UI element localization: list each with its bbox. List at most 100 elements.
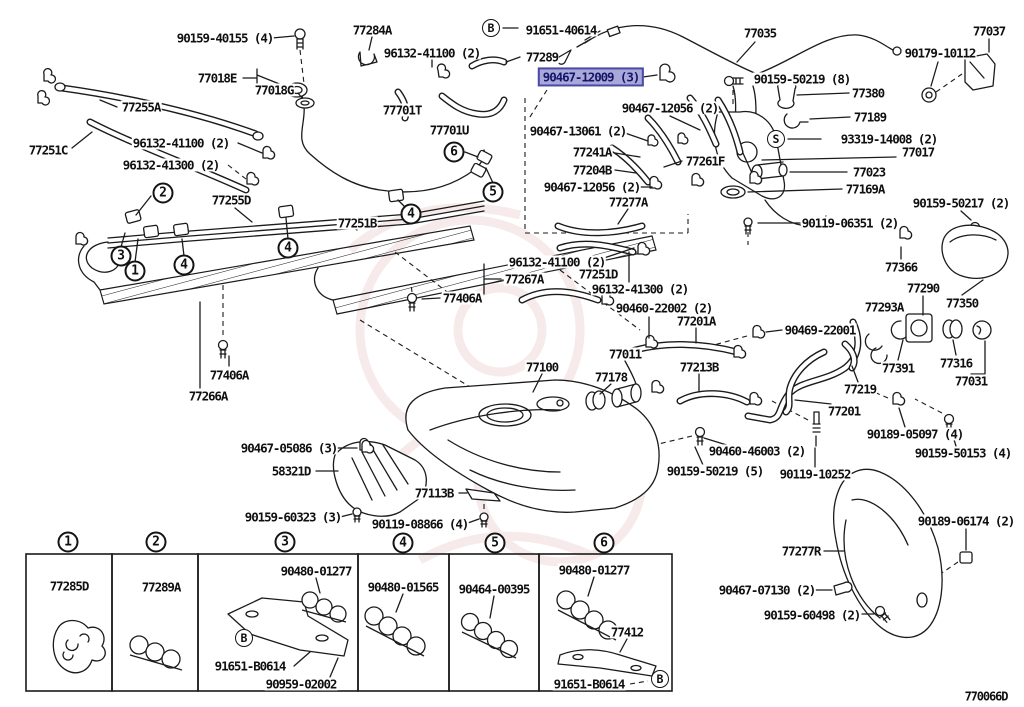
letter-callout-S[interactable]: S [767, 130, 785, 148]
part-label[interactable]: 77169A [844, 181, 885, 197]
part-label[interactable]: 90469-22001 [783, 322, 856, 338]
part-label[interactable]: 58321D [270, 463, 311, 479]
part-label[interactable]: 77219 [842, 381, 877, 397]
part-label[interactable]: 77701T [381, 102, 422, 118]
part-label[interactable]: 77391 [880, 360, 915, 376]
part-label[interactable]: 77412 [609, 624, 644, 640]
part-label[interactable]: 90464-00395 [457, 581, 530, 597]
part-label[interactable]: 90480-01277 [557, 562, 630, 578]
letter-callout-B[interactable]: B [482, 19, 500, 37]
part-label[interactable]: 90179-10112 [903, 45, 976, 61]
part-label[interactable]: 90460-22002 (2) [614, 300, 713, 316]
part-label[interactable]: 96132-41100 (2) [507, 254, 606, 270]
callout-circle-4[interactable]: 4 [400, 203, 422, 225]
part-label[interactable]: 77277A [607, 194, 648, 210]
part-label[interactable]: 90159-60498 (2) [762, 607, 861, 623]
callout-circle-5[interactable]: 5 [482, 181, 504, 203]
part-label[interactable]: 93319-14008 (2) [839, 131, 938, 147]
letter-callout-B[interactable]: B [235, 629, 253, 647]
part-label[interactable]: 77380 [850, 85, 885, 101]
callout-circle-6[interactable]: 6 [443, 141, 465, 163]
part-label[interactable]: 77204B [571, 162, 612, 178]
part-label[interactable]: 77241A [571, 144, 612, 160]
part-label[interactable]: 77284A [351, 22, 392, 38]
part-label[interactable]: 77285D [48, 578, 89, 594]
part-label[interactable]: 77316 [938, 355, 973, 371]
callout-circle-2[interactable]: 2 [152, 182, 174, 204]
part-label[interactable]: 77350 [944, 295, 979, 311]
callout-circle-5[interactable]: 5 [484, 532, 506, 554]
part-label[interactable]: 77201 [826, 403, 861, 419]
part-label[interactable]: 77266A [187, 388, 228, 404]
part-label[interactable]: 90159-40155 (4) [175, 30, 274, 46]
part-label[interactable]: 77701U [428, 122, 469, 138]
part-label[interactable]: 77289 [524, 49, 559, 65]
callout-circle-4[interactable]: 4 [277, 237, 299, 259]
part-label[interactable]: 96132-41300 (2) [121, 157, 220, 173]
part-label[interactable]: 90189-05097 (4) [865, 426, 964, 442]
part-label[interactable]: 77366 [883, 259, 918, 275]
part-label[interactable]: 90189-06174 (2) [916, 513, 1015, 529]
callout-circle-1[interactable]: 1 [57, 531, 79, 553]
part-label[interactable]: 77201A [675, 313, 716, 329]
part-label[interactable]: 90467-07130 (2) [717, 582, 816, 598]
part-label[interactable]: 90159-60323 (3) [243, 509, 342, 525]
part-label[interactable]: 77251C [27, 142, 68, 158]
part-label[interactable]: 90159-50219 (8) [752, 71, 851, 87]
callout-circle-1[interactable]: 1 [124, 260, 146, 282]
part-label[interactable]: 90467-05086 (3) [239, 440, 338, 456]
part-label[interactable]: 77251B [336, 215, 377, 231]
part-label[interactable]: 77290 [905, 280, 940, 296]
part-label[interactable]: 77255A [120, 99, 161, 115]
part-label[interactable]: 90159-50153 (4) [913, 445, 1012, 461]
part-label[interactable]: 90480-01277 [279, 563, 352, 579]
part-label-highlighted[interactable]: 90467-12009 (3) [537, 67, 645, 87]
part-label[interactable]: 77277R [780, 543, 821, 559]
part-label[interactable]: 90119-08866 (4) [370, 516, 469, 532]
part-label[interactable]: 91651-40614 [524, 22, 597, 38]
part-label[interactable]: 77267A [503, 271, 544, 287]
part-label[interactable]: 77011 [607, 346, 642, 362]
part-label[interactable]: 91651-B0614 [552, 676, 625, 692]
part-label[interactable]: 77189 [852, 109, 887, 125]
part-label[interactable]: 77406A [441, 290, 482, 306]
part-label[interactable]: 96132-41100 (2) [131, 135, 230, 151]
part-label[interactable]: 77213B [678, 359, 719, 375]
part-label[interactable]: 77023 [851, 164, 886, 180]
part-label[interactable]: 90159-50217 (2) [911, 195, 1010, 211]
callout-circle-3[interactable]: 3 [274, 531, 296, 553]
part-label[interactable]: 77113B [413, 485, 454, 501]
part-label[interactable]: 77100 [524, 359, 559, 375]
part-label[interactable]: 90467-13061 (2) [528, 123, 627, 139]
part-label[interactable]: 90460-46003 (2) [707, 443, 806, 459]
part-label[interactable]: 77293A [863, 299, 904, 315]
part-label[interactable]: 77037 [971, 23, 1006, 39]
callout-circle-6[interactable]: 6 [593, 532, 615, 554]
part-label[interactable]: 77017 [900, 144, 935, 160]
callout-circle-2[interactable]: 2 [145, 531, 167, 553]
part-label[interactable]: 90159-50219 (5) [665, 463, 764, 479]
callout-circle-4[interactable]: 4 [392, 532, 414, 554]
part-label[interactable]: 77289A [140, 579, 181, 595]
part-label[interactable]: 77178 [593, 369, 628, 385]
part-label[interactable]: 77018E [196, 70, 237, 86]
callout-circle-3[interactable]: 3 [110, 245, 132, 267]
part-label[interactable]: 90119-10252 [778, 466, 851, 482]
part-label[interactable]: 77035 [742, 25, 777, 41]
part-label[interactable]: 90480-01565 [366, 579, 439, 595]
part-label[interactable]: 77406A [208, 367, 249, 383]
letter-callout-B[interactable]: B [651, 670, 669, 688]
part-label[interactable]: 77031 [953, 373, 988, 389]
part-label[interactable]: 90467-12056 (2) [620, 100, 719, 116]
part-label[interactable]: 90119-06351 (2) [800, 215, 899, 231]
part-label[interactable]: 90467-12056 (2) [542, 179, 641, 195]
part-label[interactable]: 96132-41100 (2) [382, 45, 481, 61]
part-label[interactable]: 77261F [684, 153, 725, 169]
part-label[interactable]: 91651-B0614 [213, 658, 286, 674]
callout-circle-4[interactable]: 4 [173, 254, 195, 276]
part-label[interactable]: 90959-02002 [264, 676, 337, 692]
part-label[interactable]: 77251D [577, 266, 618, 282]
part-label[interactable]: 96132-41300 (2) [590, 281, 689, 297]
part-label[interactable]: 77018G [253, 82, 294, 98]
part-label[interactable]: 77255D [210, 192, 251, 208]
